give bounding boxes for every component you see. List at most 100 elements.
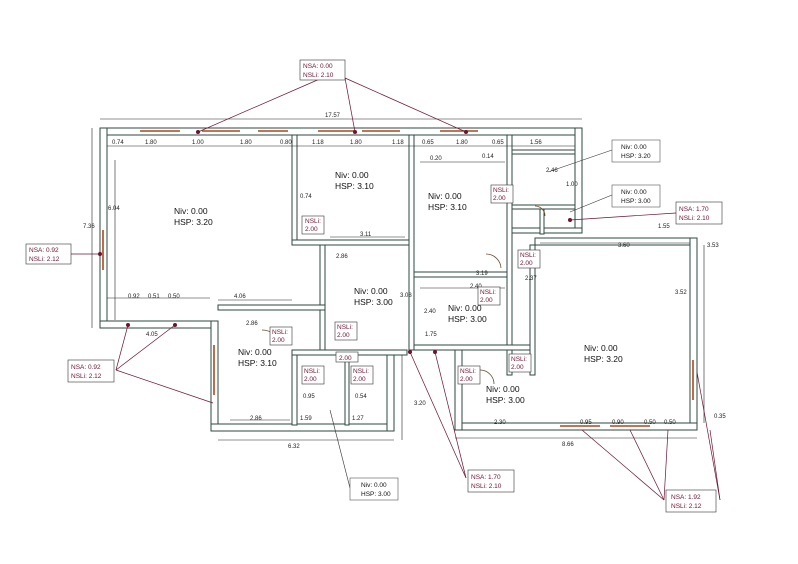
dim-label: 0.50 xyxy=(168,294,180,300)
nsli-tag: NSLi: 2.00 xyxy=(508,353,532,373)
svg-text:NSLi:: NSLi: xyxy=(493,187,509,194)
room-height: HSP: 3.10 xyxy=(238,358,277,368)
dim-label: 8.66 xyxy=(562,442,574,448)
room-height: HSP: 3.10 xyxy=(428,202,467,212)
svg-text:NSLi:: NSLi: xyxy=(480,289,496,296)
dimension-lines xyxy=(91,118,705,441)
dim-label: 1.80 xyxy=(456,140,468,146)
room-height: HSP: 3.00 xyxy=(486,395,525,405)
tag-level: Niv: 0.00 xyxy=(361,482,387,489)
dim-label: 0.65 xyxy=(422,140,434,146)
dim-label: 1.55 xyxy=(658,224,670,230)
dim-label: 0.74 xyxy=(112,140,124,146)
nsli-value: NSLi: 2.10 xyxy=(679,215,710,222)
nsli-tag: NSLi: 2.00 xyxy=(490,184,514,204)
dim-label: 1.80 xyxy=(240,140,252,146)
dim-label: 3.52 xyxy=(675,290,687,296)
nsli-tag: 2.00 xyxy=(335,351,359,363)
nsli-value: NSLi: 2.12 xyxy=(71,373,102,380)
dim-label: 1.80 xyxy=(145,140,157,146)
nsli-value: NSLi: 2.12 xyxy=(671,503,702,510)
room-height: HSP: 3.20 xyxy=(174,217,213,227)
dim-label: 1.56 xyxy=(530,140,542,146)
svg-text:NSLi:: NSLi: xyxy=(304,368,320,375)
nsli-tag: NSLi: 2.00 xyxy=(350,365,374,385)
dim-label: 0.95 xyxy=(303,394,315,400)
room-height: HSP: 3.00 xyxy=(354,297,393,307)
dim-label: 0.20 xyxy=(430,156,442,162)
outer-walls xyxy=(99,127,698,432)
nsli-value: NSLi: 2.10 xyxy=(303,72,334,79)
dim-label: 17.57 xyxy=(325,113,341,119)
dim-label: 2.37 xyxy=(525,276,537,282)
tag-level: Niv: 0.00 xyxy=(621,144,647,151)
dim-label: 1.27 xyxy=(352,416,364,422)
room-level: Niv: 0.00 xyxy=(174,206,208,216)
svg-text:2.00: 2.00 xyxy=(520,260,533,267)
dim-label: 0.90 xyxy=(612,420,624,426)
callout-leaders xyxy=(71,77,721,501)
dim-label: 6.04 xyxy=(108,206,120,212)
room-level: Niv: 0.00 xyxy=(584,343,618,353)
dim-label: 1.00 xyxy=(192,140,204,146)
nsa-callout-bottom-middle: NSA: 1.70 NSLi: 2.10 xyxy=(467,469,515,493)
tag-level: Niv: 0.00 xyxy=(621,189,647,196)
nsli-value: NSLi: 2.10 xyxy=(471,483,502,490)
inner-walls xyxy=(217,134,576,426)
dim-label: 3.11 xyxy=(360,232,372,238)
dim-label: 2.40 xyxy=(470,284,482,290)
dim-label: 0.54 xyxy=(355,394,367,400)
windows xyxy=(102,130,694,427)
room-level: Niv: 0.00 xyxy=(486,384,520,394)
dim-label: 1.00 xyxy=(566,182,578,188)
dim-label: 3.08 xyxy=(400,293,412,299)
room-level: Niv: 0.00 xyxy=(448,303,482,313)
nsa-callout-right: NSA: 1.70 NSLi: 2.10 xyxy=(675,201,723,225)
room-height: HSP: 3.20 xyxy=(584,354,623,364)
dim-label: 0.65 xyxy=(492,140,504,146)
dim-label: 3.60 xyxy=(618,243,630,249)
niv-tag-top-right: Niv: 0.00 HSP: 3.20 xyxy=(611,139,661,163)
svg-text:NSLi:: NSLi: xyxy=(511,356,527,363)
nsli-tag: NSLi: 2.00 xyxy=(301,215,325,235)
svg-text:2.00: 2.00 xyxy=(305,226,318,233)
nsa-value: NSA: 1.70 xyxy=(471,474,501,481)
dim-label: 2.30 xyxy=(494,420,506,426)
nsli-tag: NSLi: 2.00 xyxy=(477,286,501,306)
dim-label: 2.46 xyxy=(546,168,558,174)
svg-text:2.00: 2.00 xyxy=(304,376,317,383)
dim-label: 1.75 xyxy=(425,332,437,338)
room-height: HSP: 3.00 xyxy=(448,314,487,324)
svg-text:2.00: 2.00 xyxy=(337,332,350,339)
nsa-value: NSA: 1.70 xyxy=(679,206,709,213)
nsli-tags: NSLi: 2.00 NSLi: 2.00 NSLi: 2.00 NSLi: 2… xyxy=(269,184,541,385)
svg-text:2.00: 2.00 xyxy=(480,297,493,304)
svg-text:2.00: 2.00 xyxy=(493,195,506,202)
dim-label: 1.18 xyxy=(392,140,404,146)
room-level: Niv: 0.00 xyxy=(335,170,369,180)
nsli-tag: NSLi: 2.00 xyxy=(334,321,358,341)
nsa-value: NSA: 0.92 xyxy=(29,247,59,254)
dim-label: 3.19 xyxy=(476,271,488,277)
dim-label: 1.80 xyxy=(350,140,362,146)
nsli-value: NSLi: 2.12 xyxy=(29,256,60,263)
tag-height: HSP: 3.00 xyxy=(361,491,391,498)
svg-text:NSLi:: NSLi: xyxy=(353,368,369,375)
dim-label: 4.06 xyxy=(234,294,246,300)
nsli-tag: NSLi: 2.00 xyxy=(301,365,325,385)
dim-label: 0.35 xyxy=(714,414,726,420)
nsa-callout-top: NSA: 0.00 NSLi: 2.10 xyxy=(299,59,346,81)
niv-tag-right: Niv: 0.00 HSP: 3.00 xyxy=(611,184,661,208)
dim-label: 6.32 xyxy=(288,444,300,450)
tag-height: HSP: 3.00 xyxy=(621,198,651,205)
niv-tag-bottom: Niv: 0.00 HSP: 3.00 xyxy=(349,477,399,501)
svg-text:NSLi:: NSLi: xyxy=(272,329,288,336)
dim-label: 3.20 xyxy=(414,401,426,407)
nsa-callout-bottom-right: NSA: 1.92 NSLi: 2.12 xyxy=(665,489,717,513)
dim-label: 7.36 xyxy=(83,224,95,230)
svg-text:2.00: 2.00 xyxy=(272,337,285,344)
dim-label: 0.14 xyxy=(482,154,494,160)
dim-label: 2.86 xyxy=(246,321,258,327)
room-level: Niv: 0.00 xyxy=(354,286,388,296)
